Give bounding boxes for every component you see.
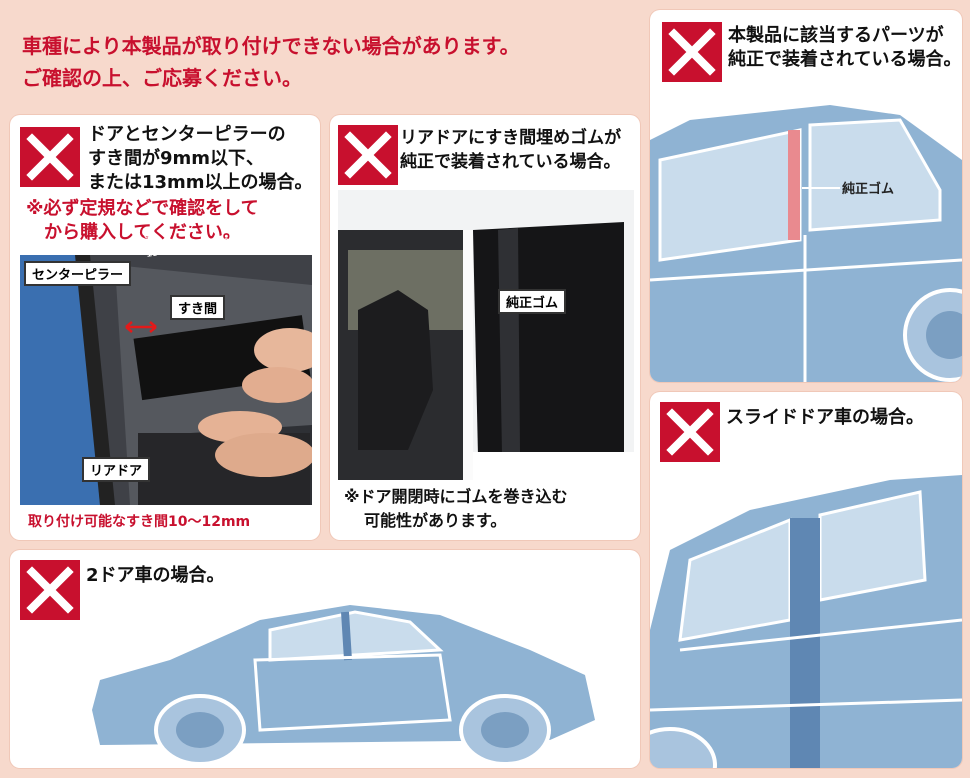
ruler-mark: 13 xyxy=(192,240,207,254)
rear-rubber-photo xyxy=(338,190,634,480)
label-gap: すき間 xyxy=(170,295,226,320)
label-parts-rubber: 純正ゴム xyxy=(842,178,895,197)
gap-note-1: ※必ず定規などで確認をして xyxy=(26,198,259,219)
gap-arrow-icon xyxy=(124,318,158,333)
ruler-mark: 4 xyxy=(229,214,239,230)
x-mark-icon xyxy=(338,125,398,185)
rear-rubber-note-2: 可能性があります。 xyxy=(364,511,507,530)
gap-photo xyxy=(20,255,312,505)
ruler-mark: 14 xyxy=(168,243,184,257)
label-rear-door: リアドア xyxy=(82,457,151,482)
x-mark-icon xyxy=(20,127,80,187)
parts-title-1: 本製品に該当するパーツが xyxy=(728,25,944,46)
panel-gap: ドアとセンターピラーの すき間が9mm以下、 または13mm以上の場合。 ※必ず… xyxy=(10,115,320,540)
ruler-mark: 2 xyxy=(185,220,196,236)
ruler-mark: 7 xyxy=(288,206,299,222)
rear-rubber-title-1: リアドアにすき間埋めゴムが xyxy=(400,128,622,148)
ruler-mark: 1 xyxy=(164,223,174,239)
gap-title-3: または13mm以上の場合。 xyxy=(88,172,313,193)
panel-2door: 2ドア車の場合。 xyxy=(10,550,640,768)
ruler-mark: 0 xyxy=(142,226,152,242)
ruler-mark: 15 xyxy=(145,247,160,260)
label-genuine-rubber: 純正ゴム xyxy=(498,289,567,314)
x-mark-icon xyxy=(662,22,722,82)
slide-door-title: スライドドア車の場合。 xyxy=(726,407,924,428)
ruler-mark: 6 xyxy=(270,208,281,224)
gap-caption: 取り付け可能なすき間10〜12mm xyxy=(28,514,251,530)
gap-title-1: ドアとセンターピラーの xyxy=(88,124,286,145)
rear-rubber-title-2: 純正で装着されている場合。 xyxy=(400,152,621,172)
ruler-mark: 12 xyxy=(216,237,231,250)
x-mark-icon xyxy=(660,402,720,462)
parts-car-illustration xyxy=(650,100,962,382)
header-line-1: 車種により本製品が取り付けできない場合があります。 xyxy=(22,34,520,58)
panel-slide-door: スライドドア車の場合。 xyxy=(650,392,962,768)
ruler-mark: 5 xyxy=(251,211,261,227)
gap-title-2: すき間が9mm以下、 xyxy=(88,148,265,169)
slide-door-car-illustration xyxy=(650,470,962,768)
ruler-mark: 11 xyxy=(240,233,255,247)
2door-car-illustration xyxy=(80,580,610,766)
2door-title: 2ドア車の場合。 xyxy=(86,565,225,586)
label-center-pillar: センターピラー xyxy=(24,261,132,286)
panel-parts: 本製品に該当するパーツが 純正で装着されている場合。 純正ゴム xyxy=(650,10,962,382)
parts-title-2: 純正で装着されている場合。 xyxy=(728,49,962,70)
header-line-2: ご確認の上、ご応募ください。 xyxy=(22,66,302,90)
ruler-mark: 3 xyxy=(207,217,218,233)
rear-rubber-note-1: ※ドア開閉時にゴムを巻き込む xyxy=(344,487,568,506)
gap-note-2: から購入してください。 xyxy=(44,222,241,243)
panel-rear-rubber: リアドアにすき間埋めゴムが 純正で装着されている場合。 純正ゴム ※ドア開閉時に… xyxy=(330,115,640,540)
x-mark-icon xyxy=(20,560,80,620)
